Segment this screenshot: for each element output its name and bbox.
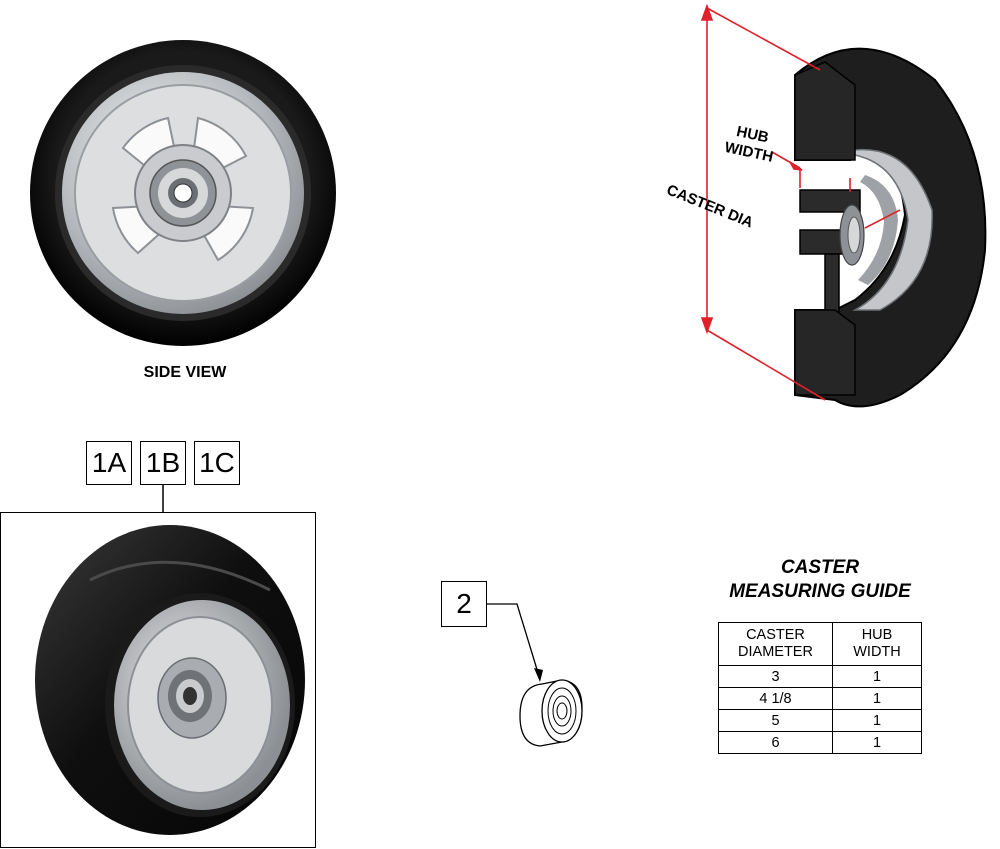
cell-diameter: 6 [718, 731, 833, 754]
header-caster-diameter: CASTER DIAMETER [718, 622, 833, 666]
guide-title-line2: MEASURING GUIDE [729, 581, 911, 602]
table-header-row: CASTER DIAMETER HUB WIDTH [718, 622, 922, 666]
table-row: 5 1 [718, 709, 922, 732]
side-view-label: SIDE VIEW [143, 364, 227, 381]
table-row: 3 1 [718, 665, 922, 688]
header-caster-line1: CASTER [746, 627, 805, 643]
bearing-leader [487, 603, 543, 682]
cell-hub-width: 1 [832, 687, 922, 710]
cell-diameter: 5 [718, 709, 833, 732]
cell-diameter: 3 [718, 665, 833, 688]
table-row: 6 1 [718, 731, 922, 754]
callout-1b[interactable]: 1B [140, 441, 186, 485]
cell-hub-width: 1 [832, 731, 922, 754]
callout-leader-1 [162, 485, 164, 513]
guide-title-line1: CASTER [780, 557, 860, 578]
callout-2[interactable]: 2 [441, 581, 487, 627]
header-caster-line2: DIAMETER [738, 644, 813, 660]
measuring-guide-table: CASTER DIAMETER HUB WIDTH 3 1 4 1/8 1 5 … [718, 622, 922, 754]
cell-hub-width: 1 [832, 709, 922, 732]
header-hub-line1: HUB [861, 627, 893, 643]
cell-diameter: 4 1/8 [718, 687, 833, 710]
caster-wheel-image [35, 525, 305, 835]
bearing-drawing [519, 679, 583, 747]
table-row: 4 1/8 1 [718, 687, 922, 710]
cell-hub-width: 1 [832, 665, 922, 688]
callout-1a[interactable]: 1A [86, 441, 132, 485]
header-hub-width: HUB WIDTH [832, 622, 922, 666]
side-view-wheel-image [30, 40, 336, 346]
callout-1c[interactable]: 1C [194, 441, 240, 485]
caster-cross-section-diagram [700, 3, 987, 408]
header-hub-line2: WIDTH [853, 644, 901, 660]
measuring-guide-title: CASTER MEASURING GUIDE [700, 556, 940, 604]
